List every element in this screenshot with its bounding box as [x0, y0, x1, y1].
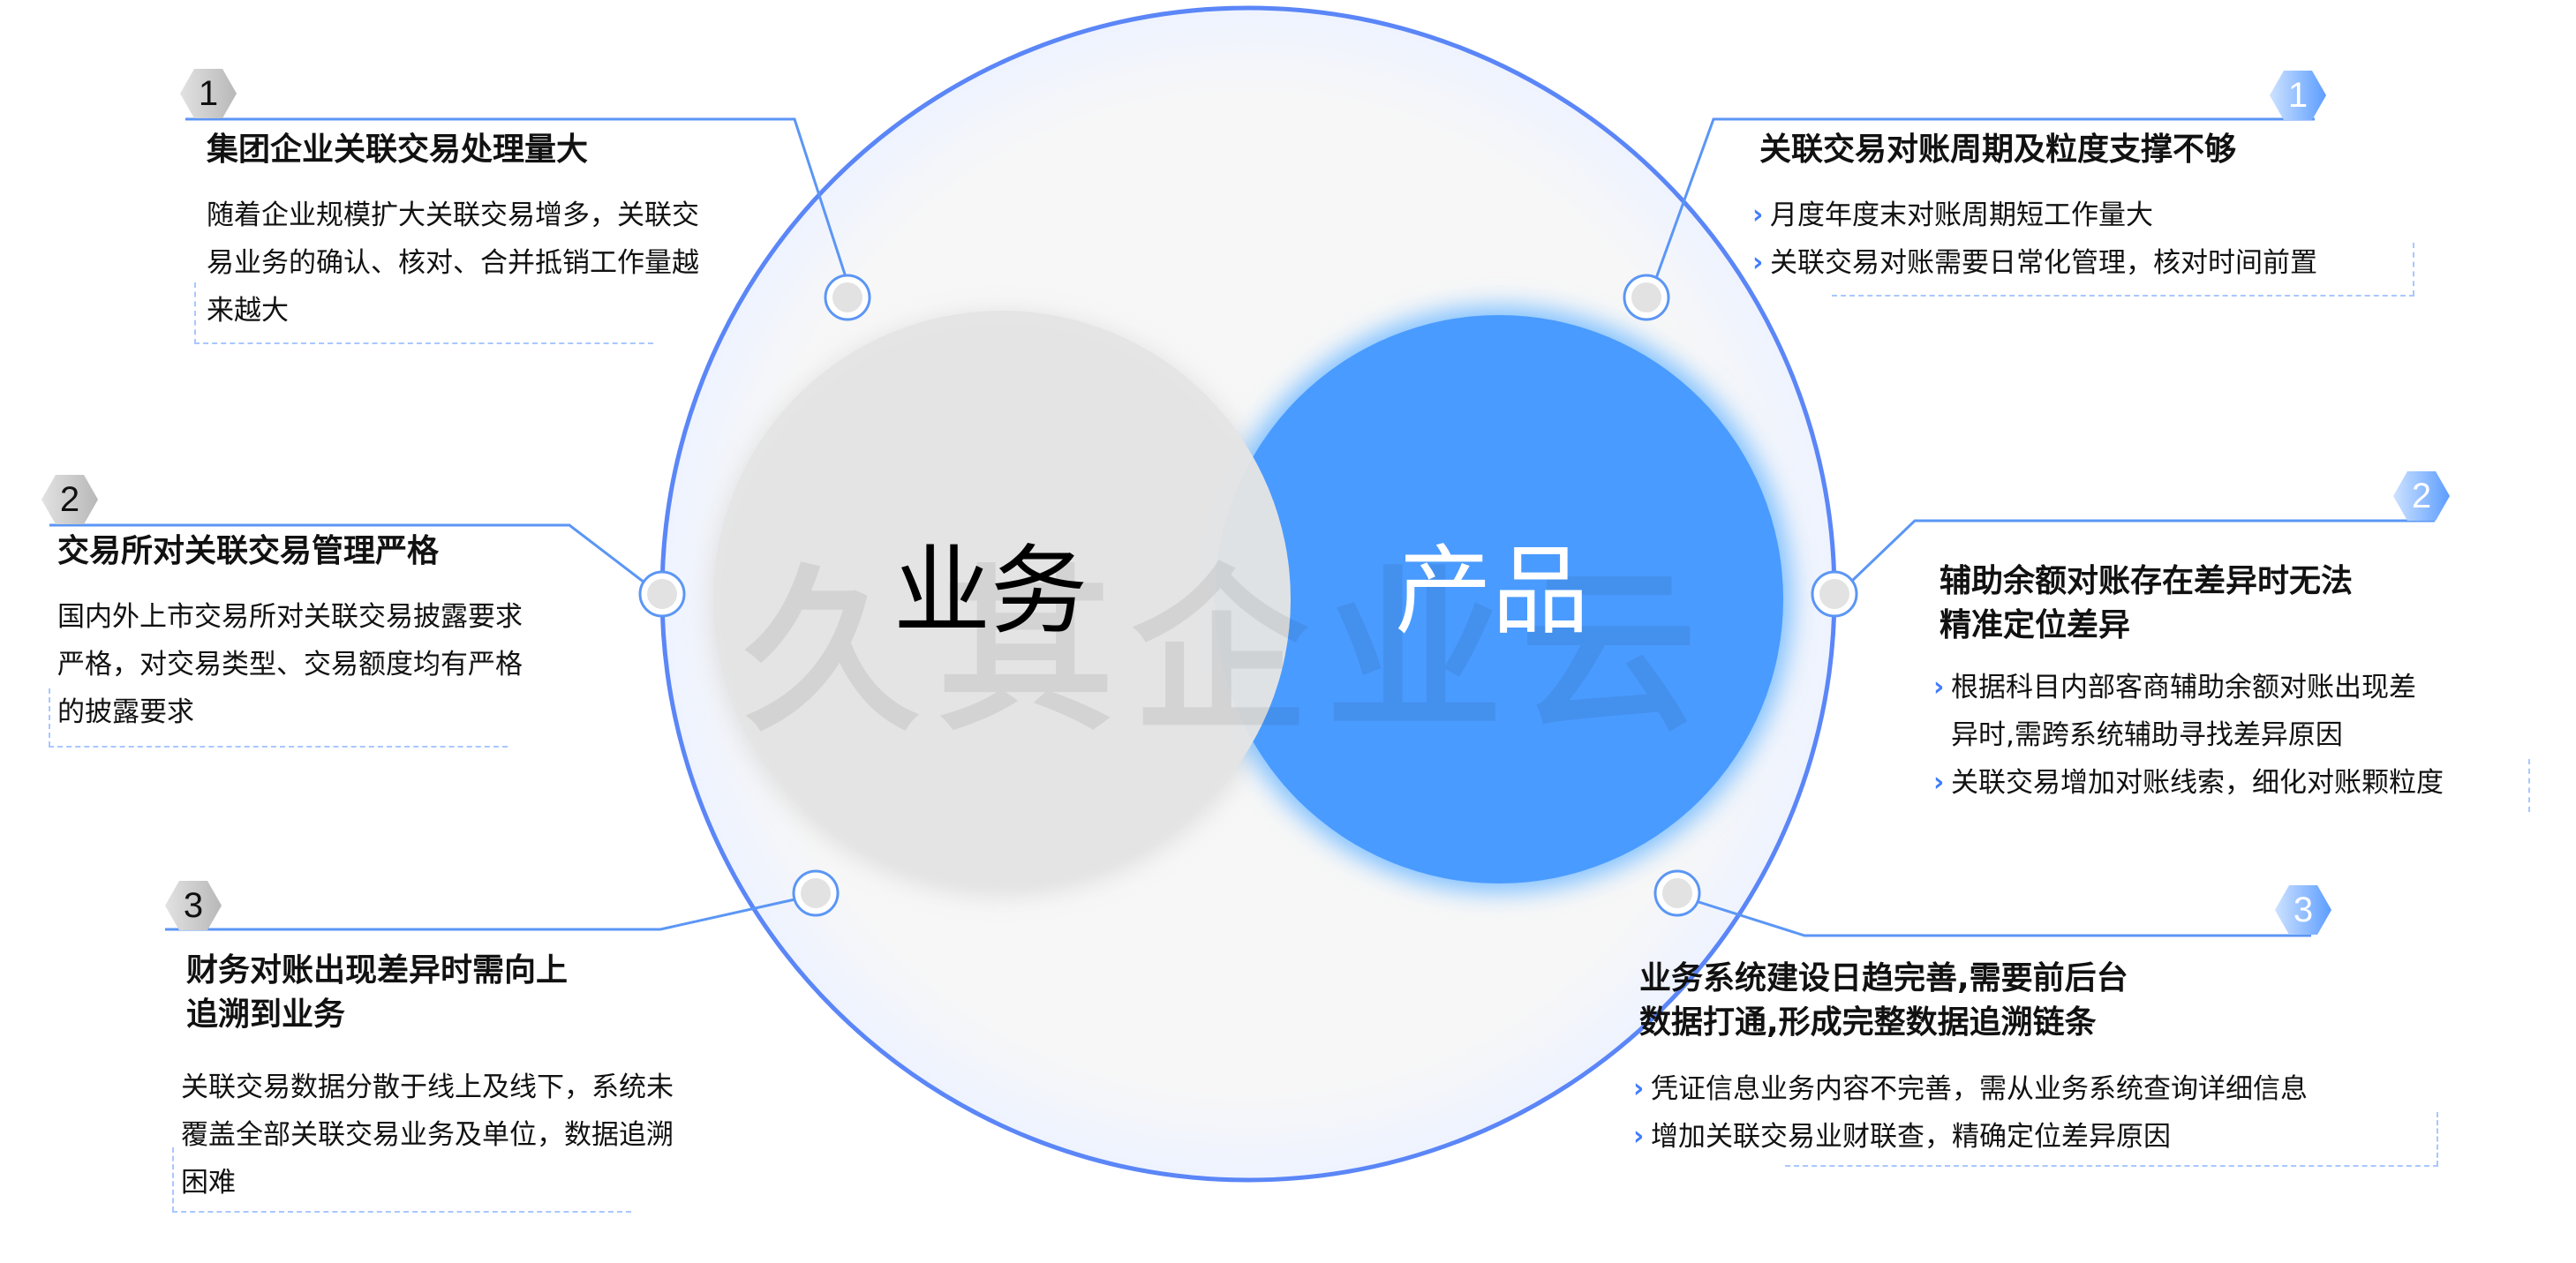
- dashed-border: [49, 688, 50, 747]
- dashed-border: [2528, 759, 2530, 812]
- bullet-text: 根据科目内部客商辅助余额对账出现差: [1951, 672, 2416, 703]
- chevron-right-icon: ›: [1633, 1073, 1645, 1104]
- title-line: 辅助余额对账存在差异时无法: [1940, 563, 2354, 599]
- body-line: 随着企业规模扩大关联交易增多，关联交: [207, 199, 699, 231]
- bullet-item: ›根据科目内部客商辅助余额对账出现差: [1933, 664, 2444, 711]
- badge-right-3: 3: [2275, 885, 2331, 935]
- node-right-2: [1811, 570, 1858, 618]
- node-left-2: [638, 570, 686, 618]
- body-line: 的披露要求: [57, 696, 194, 728]
- dashed-border: [1832, 295, 2414, 297]
- chevron-right-icon: ›: [1752, 247, 1764, 278]
- right-1-bullets: ›月度年度末对账周期短工作量大 ›关联交易对账需要日常化管理，核对时间前置: [1752, 192, 2317, 287]
- badge-right-1: 1: [2270, 71, 2326, 120]
- node-left-3: [792, 869, 840, 917]
- body-line: 来越大: [207, 295, 289, 327]
- body-line: 严格，对交易类型、交易额度均有严格: [57, 649, 523, 680]
- blue-circle: [1215, 315, 1783, 883]
- connector-left-2: [49, 523, 645, 584]
- bullet-item: ›关联交易对账需要日常化管理，核对时间前置: [1752, 239, 2317, 287]
- watermark: 久其企业云: [743, 550, 1715, 756]
- chevron-right-icon: ›: [1633, 1121, 1645, 1152]
- title-line: 业务系统建设日趋完善,需要前后台: [1639, 960, 2128, 996]
- product-label: 产品: [1395, 535, 1589, 648]
- dashed-border: [194, 282, 196, 344]
- right-2-title: 辅助余额对账存在差异时无法 精准定位差异: [1940, 560, 2353, 648]
- business-label: 业务: [893, 535, 1088, 648]
- title-line: 数据打通,形成完整数据追溯链条: [1639, 1004, 2097, 1041]
- connector-left-3: [165, 897, 800, 931]
- left-2-title: 交易所对关联交易管理严格: [57, 533, 440, 569]
- body-line: 国内外上市交易所对关联交易披露要求: [57, 601, 523, 633]
- body-line: 关联交易数据分散于线上及线下，系统未: [181, 1071, 674, 1103]
- connector-right-3: [1692, 898, 2311, 937]
- dashed-border: [194, 342, 653, 344]
- dashed-border: [2413, 243, 2414, 296]
- bullet-item: ›增加关联交易业财联查，精确定位差异原因: [1633, 1113, 2308, 1161]
- node-right-1: [1623, 274, 1670, 321]
- bullet-item: ›凭证信息业务内容不完善，需从业务系统查询详细信息: [1633, 1065, 2308, 1113]
- left-3-body: 关联交易数据分散于线上及线下，系统未 覆盖全部关联交易业务及单位，数据追溯 困难: [181, 1064, 674, 1207]
- dashed-border: [49, 746, 508, 748]
- bullet-item: ›月度年度末对账周期短工作量大: [1752, 192, 2317, 239]
- right-1-title: 关联交易对账周期及粒度支撑不够: [1759, 132, 2237, 168]
- dashed-border: [2437, 1112, 2438, 1166]
- left-1-title: 集团企业关联交易处理量大: [207, 132, 589, 168]
- title-line: 追溯到业务: [186, 996, 346, 1033]
- dashed-border: [1785, 1165, 2438, 1167]
- left-1-body: 随着企业规模扩大关联交易增多，关联交 易业务的确认、核对、合并抵销工作量越 来越…: [207, 192, 699, 335]
- bullet-text: 凭证信息业务内容不完善，需从业务系统查询详细信息: [1651, 1073, 2308, 1105]
- bullet-text: 增加关联交易业财联查，精确定位差异原因: [1651, 1121, 2171, 1153]
- bullet-text: 关联交易对账需要日常化管理，核对时间前置: [1770, 247, 2317, 279]
- right-2-bullets: ›根据科目内部客商辅助余额对账出现差 异时,需跨系统辅助寻找差异原因 ›关联交易…: [1933, 664, 2444, 807]
- connector-right-1: [1653, 117, 2315, 282]
- bullet-item: ›关联交易增加对账线索，细化对账颗粒度: [1933, 759, 2444, 807]
- title-line: 精准定位差异: [1940, 607, 2131, 643]
- dashed-border: [172, 1211, 631, 1213]
- chevron-right-icon: ›: [1933, 767, 1945, 798]
- left-2-body: 国内外上市交易所对关联交易披露要求 严格，对交易类型、交易额度均有严格 的披露要…: [57, 593, 523, 736]
- connector-left-1: [185, 117, 849, 283]
- body-line: 困难: [181, 1167, 236, 1199]
- bullet-item-cont: 异时,需跨系统辅助寻找差异原因: [1933, 711, 2444, 759]
- connector-right-2: [1850, 519, 2435, 583]
- node-left-1: [824, 274, 871, 321]
- body-line: 覆盖全部关联交易业务及单位，数据追溯: [181, 1119, 674, 1151]
- left-3-title: 财务对账出现差异时需向上 追溯到业务: [186, 949, 568, 1037]
- node-right-3: [1653, 869, 1701, 917]
- right-3-title: 业务系统建设日趋完善,需要前后台 数据打通,形成完整数据追溯链条: [1639, 957, 2128, 1045]
- nodes: [638, 274, 1858, 917]
- title-line: 财务对账出现差异时需向上: [186, 952, 569, 989]
- gray-circle: [713, 311, 1291, 888]
- body-line: 易业务的确认、核对、合并抵销工作量越: [207, 247, 699, 279]
- right-3-bullets: ›凭证信息业务内容不完善，需从业务系统查询详细信息 ›增加关联交易业财联查，精确…: [1633, 1065, 2308, 1161]
- chevron-right-icon: ›: [1752, 199, 1764, 230]
- chevron-right-icon: ›: [1933, 672, 1945, 703]
- dashed-border: [172, 1147, 174, 1212]
- bullet-text: 关联交易增加对账线索，细化对账颗粒度: [1951, 767, 2444, 799]
- badge-right-2: 2: [2393, 471, 2450, 521]
- bullet-text: 异时,需跨系统辅助寻找差异原因: [1951, 719, 2343, 751]
- bullet-text: 月度年度末对账周期短工作量大: [1770, 199, 2153, 231]
